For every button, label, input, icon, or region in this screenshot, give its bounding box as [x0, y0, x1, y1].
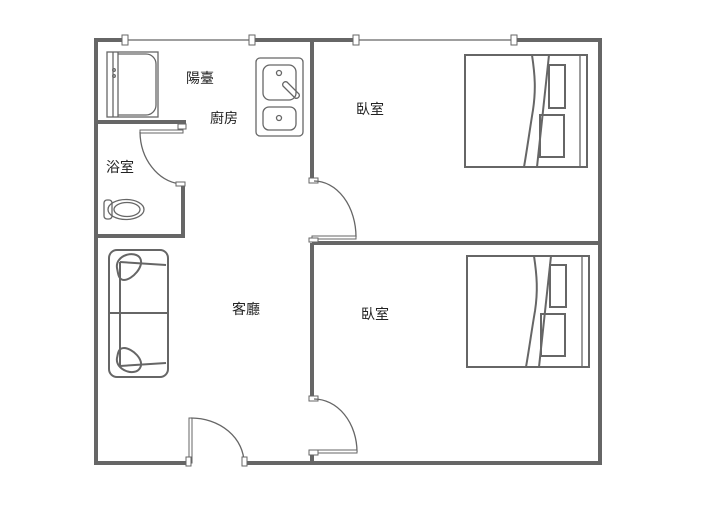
doors [139, 123, 358, 467]
walls [94, 38, 602, 465]
window-frame [121, 34, 129, 46]
furniture [103, 51, 590, 378]
label-bedroom-2: 臥室 [361, 306, 389, 323]
bathroom-door[interactable] [139, 123, 187, 187]
window-frame [352, 34, 360, 46]
bed-2 [466, 255, 590, 368]
entrance-door[interactable] [185, 417, 248, 467]
label-balcony: 陽臺 [186, 71, 214, 87]
window-frame [248, 34, 256, 46]
label-bedroom-1: 臥室 [356, 101, 384, 118]
room-labels: 陽臺 廚房 浴室 臥室 客廳 臥室 [106, 71, 389, 323]
kitchen-sink [255, 57, 304, 137]
window-frame [510, 34, 518, 46]
sofa [108, 249, 169, 378]
bedroom-1-door[interactable] [308, 177, 357, 243]
bed-1 [464, 54, 588, 168]
windows [121, 34, 518, 46]
laundry-tub [106, 51, 159, 118]
bedroom-2-door[interactable] [308, 395, 358, 456]
toilet [103, 198, 145, 221]
label-living-room: 客廳 [232, 301, 260, 318]
label-kitchen: 廚房 [210, 110, 238, 127]
label-bathroom: 浴室 [106, 159, 134, 176]
